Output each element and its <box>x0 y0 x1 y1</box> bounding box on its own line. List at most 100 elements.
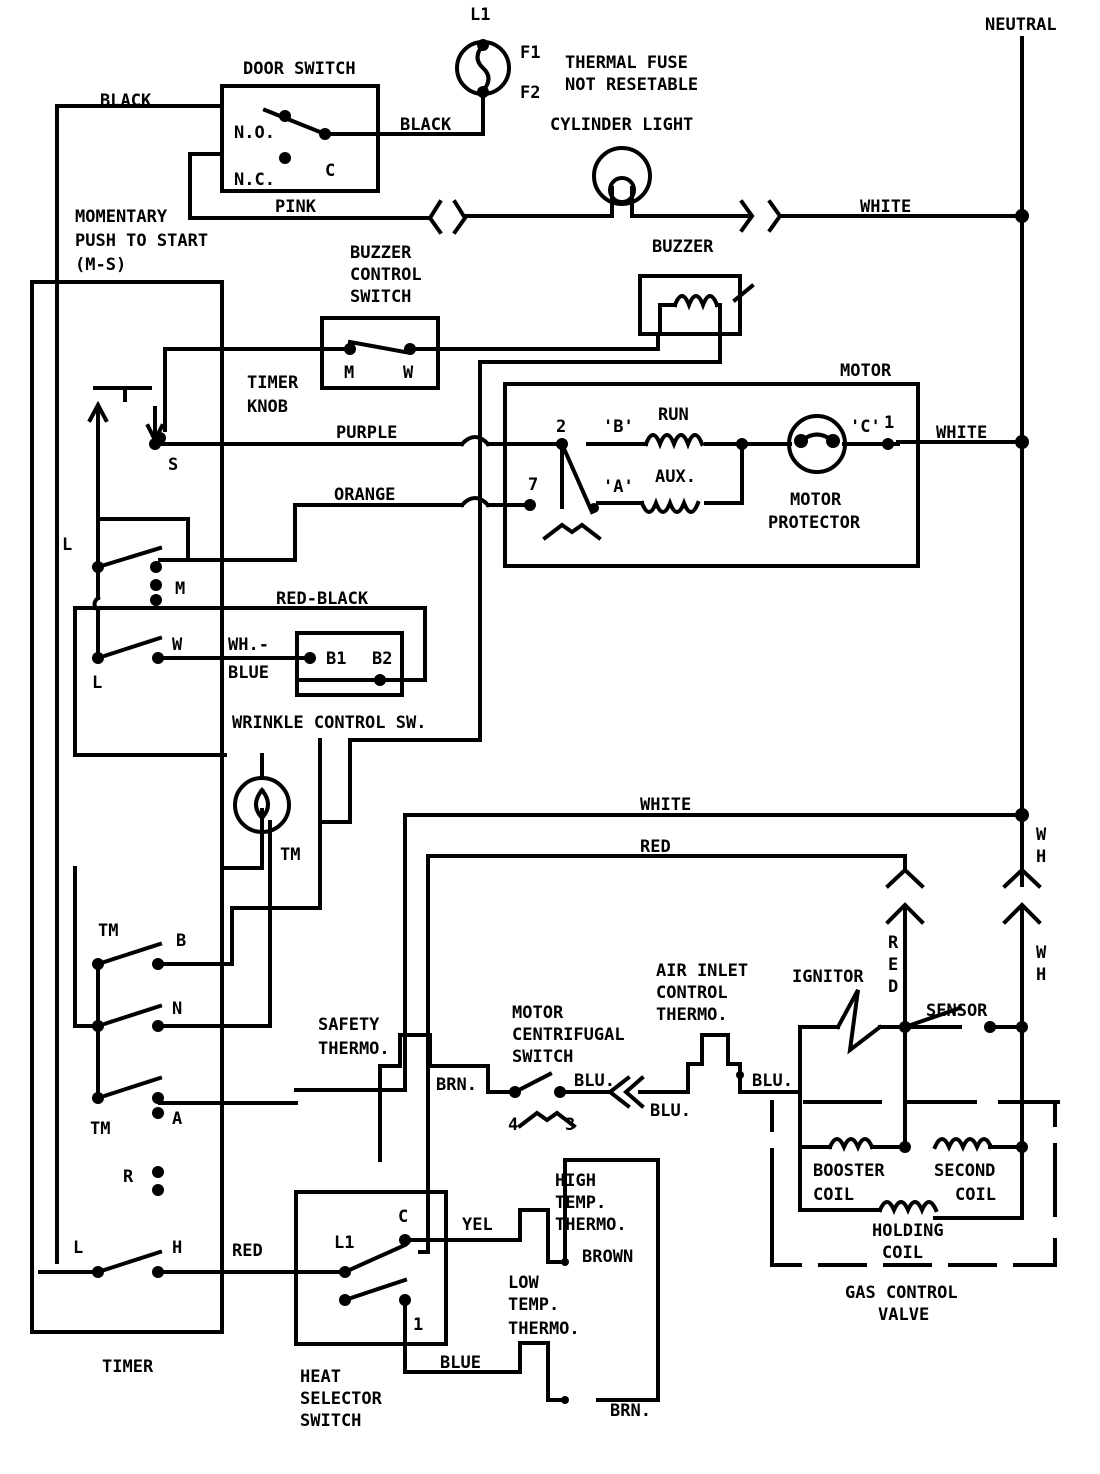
label-holding-2: COIL <box>882 1243 923 1263</box>
label-buzzer-control-1: BUZZER <box>350 243 412 263</box>
label-heat-3: SWITCH <box>300 1411 361 1431</box>
label-red-black: RED-BLACK <box>276 589 369 609</box>
label-safety-1: SAFETY <box>318 1015 380 1035</box>
label-red-bot: RED <box>232 1241 263 1261</box>
timer-motor <box>233 776 291 834</box>
door-switch <box>220 84 380 193</box>
label-pink: PINK <box>275 197 317 217</box>
label-l1: L1 <box>470 5 490 25</box>
label-second-1: SECOND <box>934 1161 995 1181</box>
label-white-top: WHITE <box>860 197 911 217</box>
label-buzzer-w: W <box>403 363 414 383</box>
label-buzzer-control-2: CONTROL <box>350 265 422 285</box>
label-momentary: MOMENTARY <box>75 207 168 227</box>
label-hs-1: 1 <box>413 1315 423 1335</box>
label-high-1: HIGH <box>555 1171 596 1191</box>
label-brn: BRN. <box>436 1075 477 1095</box>
label-black-right: BLACK <box>400 115 452 135</box>
label-tm-2: TM <box>90 1119 110 1139</box>
label-door-switch: DOOR SWITCH <box>243 59 356 79</box>
label-t-l-bot: L <box>73 1238 83 1258</box>
label-neutral: NEUTRAL <box>985 15 1057 35</box>
label-run: RUN <box>658 405 689 425</box>
label-f2: F2 <box>520 83 540 103</box>
label-thermal-fuse: THERMAL FUSE <box>565 53 688 73</box>
label-second-2: COIL <box>955 1185 996 1205</box>
label-door-c: C <box>325 161 335 181</box>
label-heat-1: HEAT <box>300 1367 341 1387</box>
label-high-2: TEMP. <box>555 1193 606 1213</box>
label-blu-1: BLU. <box>574 1071 615 1091</box>
label-buzzer-control-3: SWITCH <box>350 287 411 307</box>
buzzer <box>638 274 755 336</box>
thermal-fuse <box>455 39 511 98</box>
label-timer-s: S <box>168 455 178 475</box>
label-red-v2: E <box>888 955 898 975</box>
label-timer-l-mid: L <box>92 673 102 693</box>
label-thermal-fuse-2: NOT RESETABLE <box>565 75 698 95</box>
label-air-1: AIR INLET <box>656 961 748 981</box>
timer <box>30 280 224 1334</box>
label-heat-2: SELECTOR <box>300 1389 383 1409</box>
label-red-mid: RED <box>640 837 671 857</box>
label-air-2: CONTROL <box>656 983 728 1003</box>
label-wh-v3: W <box>1036 943 1047 963</box>
label-door-no: N.O. <box>234 123 275 143</box>
label-wh-blue-1: WH.- <box>228 635 269 655</box>
label-low-1: LOW <box>508 1273 539 1293</box>
label-timer-knob-1: TIMER <box>247 373 299 393</box>
label-buzzer: BUZZER <box>652 237 714 257</box>
label-black-top: BLACK <box>100 91 152 111</box>
label-high-3: THERMO. <box>555 1215 627 1235</box>
label-holding-1: HOLDING <box>872 1221 944 1241</box>
label-f1: F1 <box>520 43 540 63</box>
label-push-to-start: PUSH TO START <box>75 231 208 251</box>
label-b1: B1 <box>326 649 346 669</box>
label-term-c: 'C' <box>850 417 881 437</box>
heat-selector-switch <box>294 1190 569 1404</box>
label-motor-protector-2: PROTECTOR <box>768 513 861 533</box>
label-tm-motor: TM <box>280 845 300 865</box>
label-low-3: THERMO. <box>508 1319 580 1339</box>
label-wh-v1: W <box>1036 825 1047 845</box>
centrifugal-switch <box>509 1071 744 1129</box>
label-blue-bot: BLUE <box>440 1353 481 1373</box>
label-booster-1: BOOSTER <box>813 1161 885 1181</box>
label-mcs-4: 4 <box>508 1115 518 1135</box>
label-mcs-2: CENTRIFUGAL <box>512 1025 625 1045</box>
label-blu-2: BLU. <box>650 1101 691 1121</box>
label-t-a: A <box>172 1109 182 1129</box>
label-timer-knob-2: KNOB <box>247 397 288 417</box>
connectors <box>885 209 1042 925</box>
label-white-mid: WHITE <box>640 795 691 815</box>
label-t-b: B <box>176 931 186 951</box>
label-booster-2: COIL <box>813 1185 854 1205</box>
label-orange: ORANGE <box>334 485 395 505</box>
label-ms: (M-S) <box>75 255 126 275</box>
label-yel: YEL <box>462 1215 493 1235</box>
motor <box>503 382 920 568</box>
label-aux: AUX. <box>655 467 696 487</box>
label-cylinder-light: CYLINDER LIGHT <box>550 115 693 135</box>
label-mcs-3n: 3 <box>565 1115 575 1135</box>
label-term-2: 2 <box>556 417 566 437</box>
label-mcs-1: MOTOR <box>512 1003 564 1023</box>
label-wrinkle: WRINKLE CONTROL SW. <box>232 713 426 733</box>
label-red-v1: R <box>888 933 899 953</box>
label-wh-blue-2: BLUE <box>228 663 269 683</box>
label-timer-w: W <box>172 635 183 655</box>
label-term-b: 'B' <box>603 417 634 437</box>
label-buzzer-m: M <box>344 363 354 383</box>
label-red-v3: D <box>888 977 898 997</box>
gas-control-valve <box>770 989 1060 1267</box>
label-brown: BROWN <box>582 1247 633 1267</box>
label-white-motor: WHITE <box>936 423 987 443</box>
label-ignitor: IGNITOR <box>792 967 864 987</box>
label-tm-1: TM <box>98 921 118 941</box>
label-timer: TIMER <box>102 1357 154 1377</box>
label-air-3: THERMO. <box>656 1005 728 1025</box>
label-gas-2: VALVE <box>878 1305 929 1325</box>
label-t-r: R <box>123 1167 134 1187</box>
label-door-nc: N.C. <box>234 170 275 190</box>
